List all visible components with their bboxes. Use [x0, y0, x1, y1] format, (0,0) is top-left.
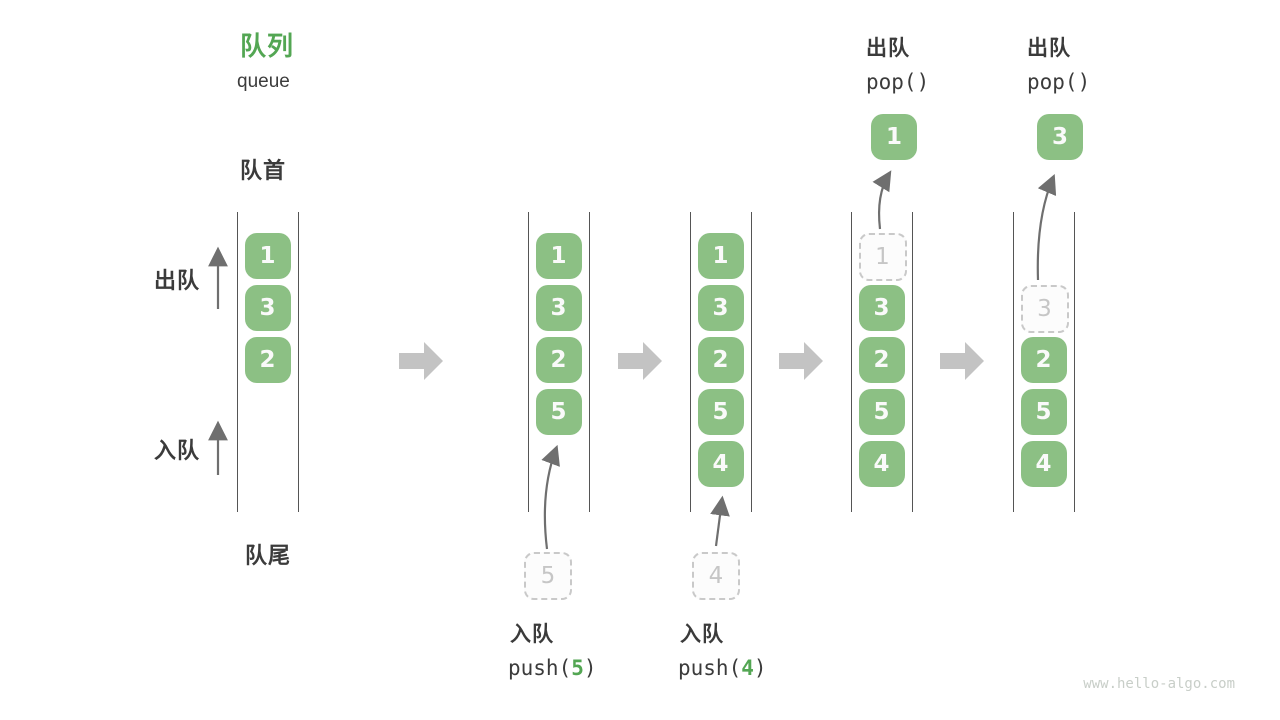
queue-wall-right [751, 212, 752, 512]
queue-item: 3 [697, 285, 744, 331]
queue-item: 5 [1020, 389, 1067, 435]
push4-code: push(4) [678, 656, 767, 680]
queue-item: 5 [535, 389, 582, 435]
queue-wall-left [690, 212, 691, 512]
queue-item: 4 [697, 441, 744, 487]
next-state-arrow-icon [618, 342, 662, 380]
queue-wall-left [1013, 212, 1014, 512]
pop1-arrow [872, 170, 892, 230]
push4-fn-open: push( [678, 656, 742, 680]
queue-item: 1 [697, 233, 744, 279]
queue-wall-right [912, 212, 913, 512]
queue-item: 5 [697, 389, 744, 435]
popped-item: 1 [871, 114, 917, 160]
label-queue-front: 队首 [240, 158, 287, 183]
incoming-item: 4 [692, 552, 740, 600]
queue-wall-right [589, 212, 590, 512]
popped-item: 3 [1037, 114, 1083, 160]
watermark: www.hello-algo.com [1083, 676, 1235, 692]
push5-fn-open: push( [508, 656, 572, 680]
pop2-code: pop() [1027, 70, 1091, 94]
pop1-code: pop() [866, 70, 930, 94]
queue-wall-left [528, 212, 529, 512]
push5-arrow [541, 444, 560, 550]
queue-item: 1 [535, 233, 582, 279]
pop1-label: 出队 [866, 37, 910, 60]
push4-fn-close: ) [753, 656, 767, 680]
queue-item: 3 [858, 285, 905, 331]
push5-arg: 5 [571, 656, 584, 680]
queue-item: 2 [697, 337, 744, 383]
push5-fn-close: ) [583, 656, 597, 680]
queue-wall-right [298, 212, 299, 512]
label-dequeue-left: 出队 [154, 268, 201, 293]
label-enqueue-left: 入队 [154, 438, 201, 463]
push4-arrow [710, 495, 730, 547]
next-state-arrow-icon [779, 342, 823, 380]
push5-code: push(5) [508, 656, 597, 680]
pop3-arrow [1036, 173, 1057, 281]
queue-item: 4 [1020, 441, 1067, 487]
diagram-title-en: queue [237, 71, 290, 92]
queue-wall-left [851, 212, 852, 512]
queue-item: 2 [244, 337, 291, 383]
push4-label: 入队 [680, 623, 724, 646]
queue-item: 2 [1020, 337, 1067, 383]
push4-arg: 4 [741, 656, 754, 680]
queue-item: 1 [244, 233, 291, 279]
queue-item-removed: 1 [858, 233, 907, 281]
queue-wall-left [237, 212, 238, 512]
queue-item: 2 [858, 337, 905, 383]
label-queue-rear: 队尾 [245, 543, 292, 568]
queue-item: 5 [858, 389, 905, 435]
queue-item: 2 [535, 337, 582, 383]
queue-item-removed: 3 [1020, 285, 1069, 333]
push5-label: 入队 [510, 623, 554, 646]
queue-item: 3 [244, 285, 291, 331]
next-state-arrow-icon [940, 342, 984, 380]
pop2-label: 出队 [1027, 37, 1071, 60]
diagram-title-zh: 队列 [240, 31, 295, 61]
incoming-item: 5 [524, 552, 572, 600]
queue-item: 3 [535, 285, 582, 331]
queue-item: 4 [858, 441, 905, 487]
queue-wall-right [1074, 212, 1075, 512]
next-state-arrow-icon [399, 342, 443, 380]
